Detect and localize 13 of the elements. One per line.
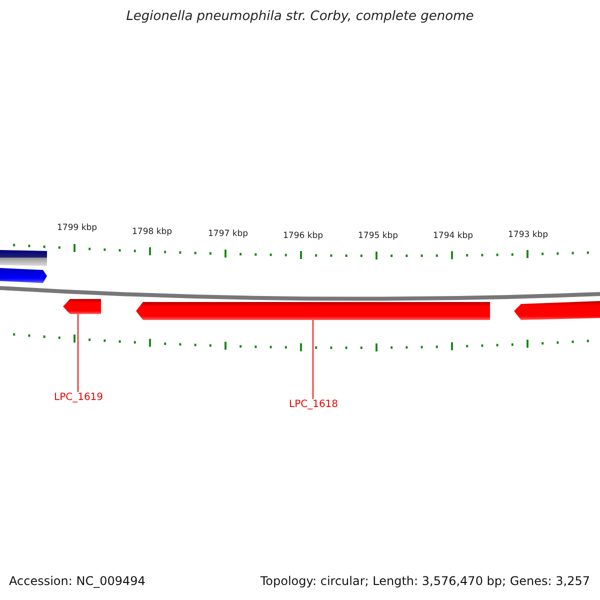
scale-label: 1793 kbp — [508, 230, 548, 240]
scale-label: 1798 kbp — [132, 227, 172, 237]
scale-label: 1794 kbp — [433, 231, 474, 241]
scale-label: 1795 kbp — [358, 231, 398, 241]
footer-text: Accession: NC_009494 — [9, 574, 146, 588]
footer-text: Topology: circular; Length: 3,576,470 bp; Genes: 3,257 — [260, 574, 590, 588]
scale-label: 1796 kbp — [283, 231, 324, 241]
leader-line — [312, 320, 314, 400]
gene-label: LPC_1619 — [54, 392, 104, 403]
gene-label: LPC_1618 — [289, 399, 338, 410]
scale-label: 1797 kbp — [208, 229, 248, 239]
title: Legionella pneumophila str. Corby, complete genome — [125, 9, 475, 24]
scale-label: 1799 kbp — [57, 223, 98, 233]
